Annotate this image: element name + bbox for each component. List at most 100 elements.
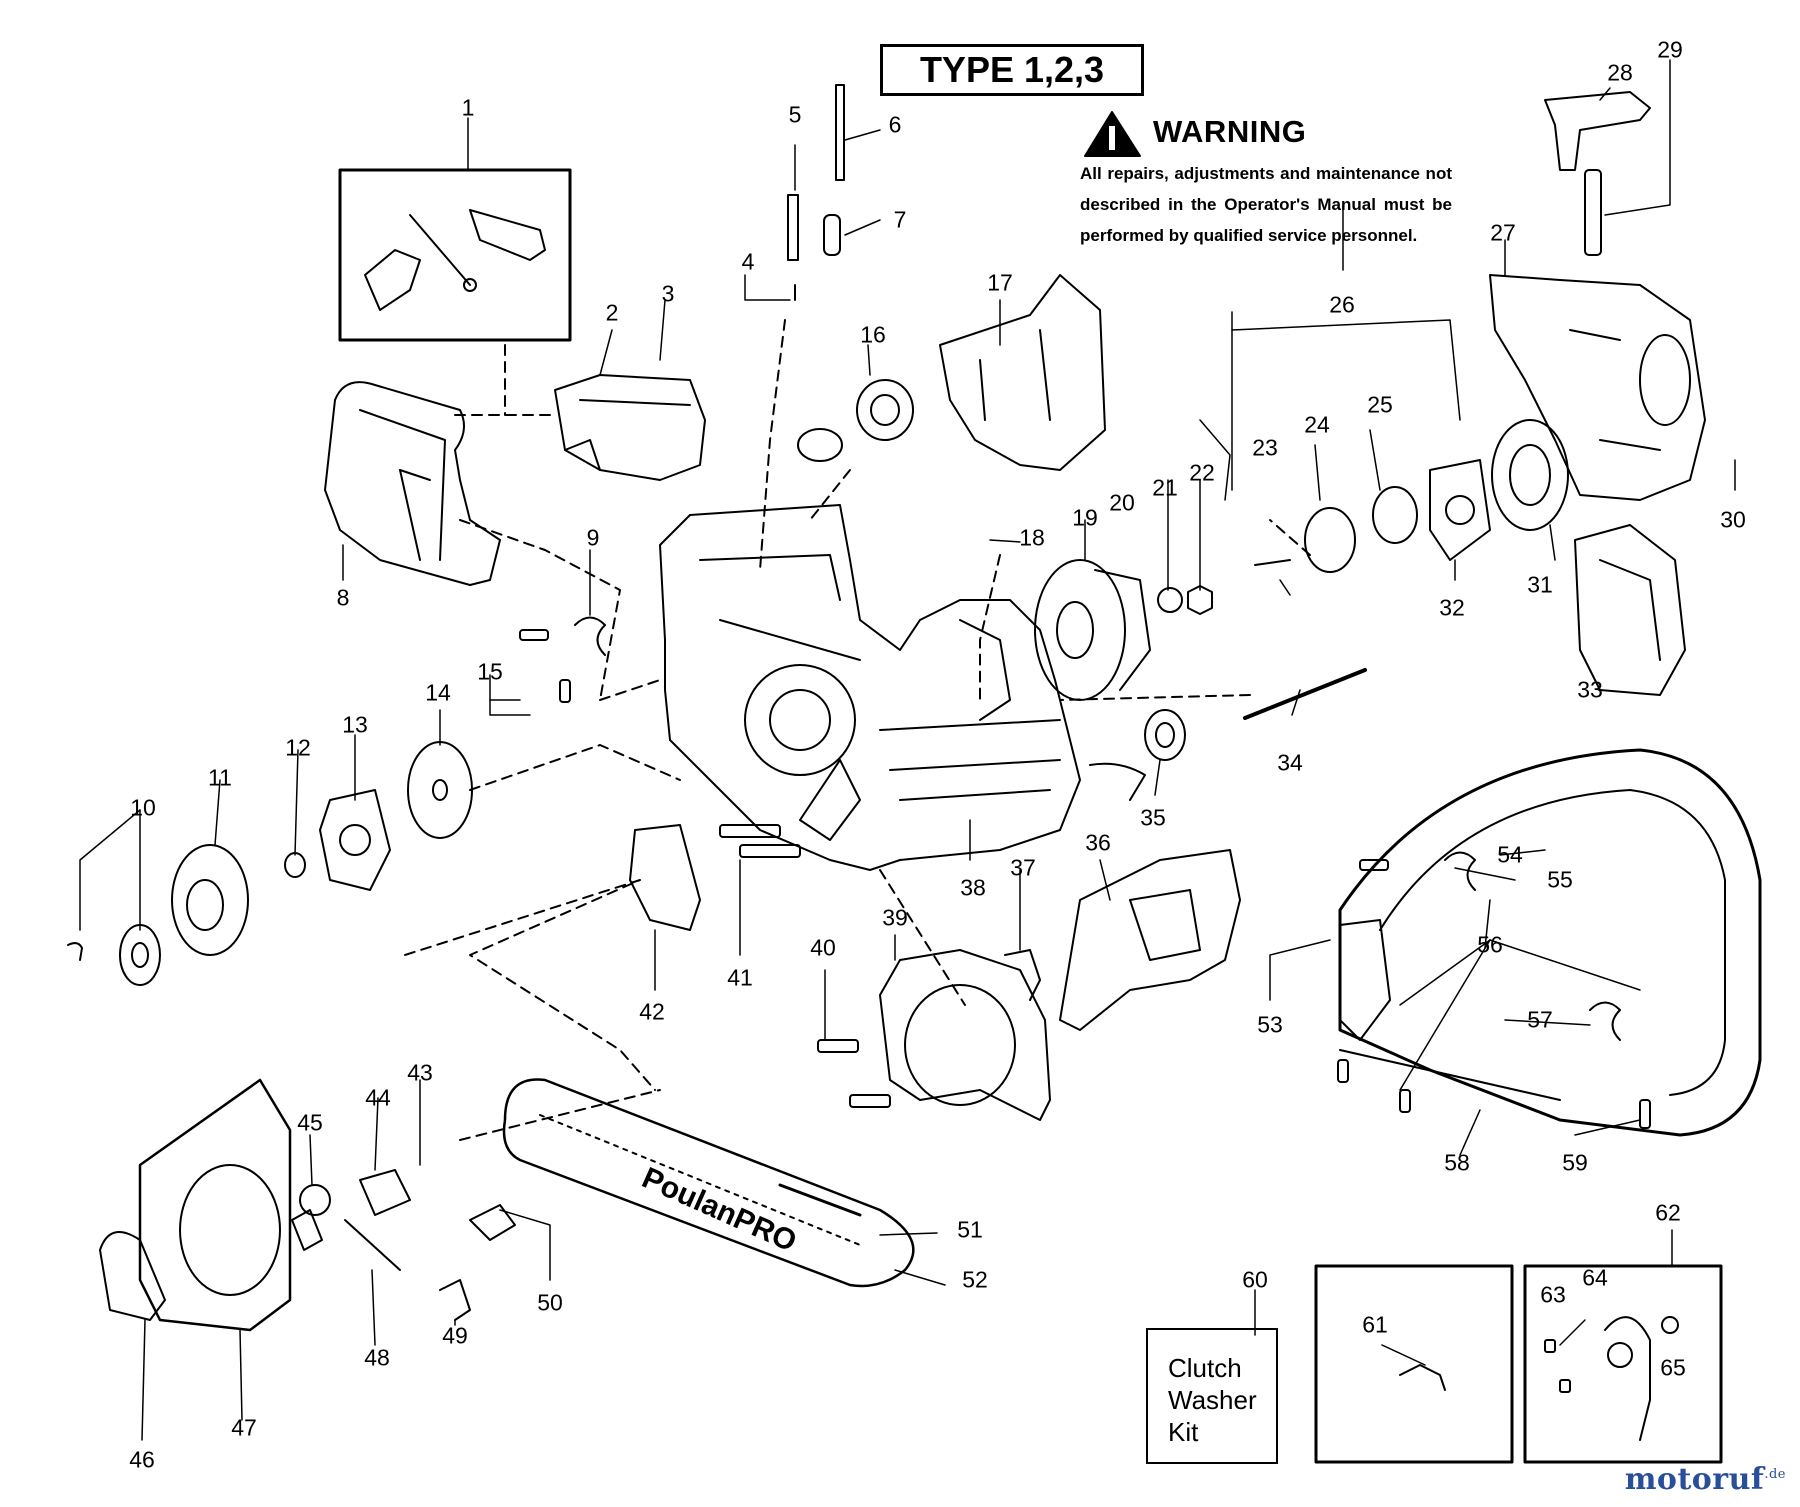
part-number-23: 23: [1252, 434, 1278, 461]
part-number-4: 4: [741, 248, 755, 275]
part-number-42: 42: [639, 998, 665, 1025]
part-28-starter-handle: [1544, 91, 1651, 256]
part-number-46: 46: [129, 1446, 155, 1473]
part-number-3: 3: [661, 280, 675, 307]
assembly-lines: [404, 319, 1311, 1141]
clutch-parts-10-14: [67, 741, 473, 986]
part-number-56: 56: [1477, 931, 1503, 958]
bar-brand-label: PoulanPRO: [637, 1161, 801, 1258]
parts-61-65-kits: [1314, 1264, 1723, 1464]
part-36-chain-brake: [1059, 849, 1241, 1031]
part-number-62: 62: [1655, 1199, 1681, 1226]
part-number-65: 65: [1660, 1354, 1686, 1381]
part-number-21: 21: [1152, 474, 1178, 501]
part-number-16: 16: [860, 321, 886, 348]
part-19-flywheel: [1034, 559, 1151, 701]
part-number-43: 43: [407, 1059, 433, 1086]
part-number-6: 6: [888, 111, 902, 138]
part-number-33: 33: [1577, 676, 1603, 703]
clutch-washer-kit-box: Clutch Washer Kit: [1146, 1328, 1278, 1464]
part-number-2: 2: [605, 299, 619, 326]
parts-39-40: [817, 949, 1051, 1121]
part-number-37: 37: [1010, 854, 1036, 881]
part-number-63: 63: [1540, 1281, 1566, 1308]
parts-41-42: [629, 824, 801, 931]
part-20-shield: [939, 274, 1106, 471]
part-number-17: 17: [987, 269, 1013, 296]
part-number-30: 30: [1720, 506, 1746, 533]
part-16: [797, 379, 914, 462]
watermark-suffix: .de: [1764, 1467, 1786, 1482]
part-number-60: 60: [1242, 1266, 1268, 1293]
part-number-18: 18: [1019, 524, 1045, 551]
part-number-35: 35: [1140, 804, 1166, 831]
part-number-12: 12: [285, 734, 311, 761]
parts-53-58-front-handle: [1337, 748, 1762, 1137]
part-number-59: 59: [1562, 1149, 1588, 1176]
part-number-11: 11: [208, 764, 232, 791]
warning-text: All repairs, adjustments and maintenance…: [1080, 164, 1452, 245]
pins-4-7: [787, 84, 845, 301]
part-number-14: 14: [425, 679, 451, 706]
clutch-kit-line-2: Washer: [1168, 1385, 1257, 1415]
part-number-9: 9: [586, 524, 600, 551]
part-number-26: 26: [1329, 291, 1355, 318]
part-number-39: 39: [882, 904, 908, 931]
part-number-53: 53: [1257, 1011, 1283, 1038]
part-number-58: 58: [1444, 1149, 1470, 1176]
type-label: TYPE 1,2,3: [880, 44, 1144, 96]
parts-23-25: [1254, 419, 1569, 573]
part-number-10: 10: [130, 794, 156, 821]
part-2-filter-cover: [554, 374, 706, 481]
part-number-15: 15: [477, 658, 503, 685]
parts-21-22: [1157, 585, 1213, 615]
part-1-kit: [338, 168, 572, 342]
part-number-8: 8: [336, 584, 350, 611]
part-number-45: 45: [297, 1109, 323, 1136]
part-number-52: 52: [962, 1266, 988, 1293]
part-number-7: 7: [893, 206, 907, 233]
part-number-54: 54: [1497, 841, 1523, 868]
part-number-1: 1: [461, 94, 475, 121]
part-number-36: 36: [1085, 829, 1111, 856]
part-number-44: 44: [365, 1084, 391, 1111]
part-number-57: 57: [1527, 1006, 1553, 1033]
warning-icon-space: [1083, 108, 1143, 156]
part-number-40: 40: [810, 934, 836, 961]
leader-lines: [79, 59, 1736, 1441]
part-number-61: 61: [1362, 1311, 1388, 1338]
parts-51-52-bar-chain: [502, 1078, 915, 1288]
part-number-24: 24: [1304, 411, 1330, 438]
part-number-49: 49: [442, 1322, 468, 1349]
part-number-47: 47: [231, 1414, 257, 1441]
watermark-name: motoruf: [1624, 1462, 1765, 1497]
warning-triangle-icon: [1084, 111, 1141, 157]
part-number-34: 34: [1277, 749, 1303, 776]
part-number-51: 51: [957, 1216, 983, 1243]
part-35: [1089, 709, 1186, 801]
part-33-cover: [1574, 524, 1686, 696]
part-number-48: 48: [364, 1344, 390, 1371]
part-27-starter-housing: [1489, 274, 1706, 501]
parts-43-50-sprocket-side: [99, 1078, 516, 1332]
warning-header: WARNING: [1083, 108, 1306, 156]
part-number-50: 50: [537, 1289, 563, 1316]
part-8-rear-handle: [324, 381, 501, 586]
part-number-22: 22: [1189, 459, 1215, 486]
part-number-27: 27: [1490, 219, 1516, 246]
part-number-55: 55: [1547, 866, 1573, 893]
part-number-13: 13: [342, 711, 368, 738]
engine-housing: [659, 504, 1081, 871]
part-number-28: 28: [1607, 59, 1633, 86]
part-number-41: 41: [727, 964, 753, 991]
part-number-64: 64: [1582, 1264, 1608, 1291]
warning-title: WARNING: [1153, 114, 1307, 149]
part-37: [1004, 949, 1041, 1001]
watermark: motoruf.de: [1625, 1462, 1786, 1497]
part-number-25: 25: [1367, 391, 1393, 418]
part-number-5: 5: [788, 101, 802, 128]
part-number-19: 19: [1072, 504, 1098, 531]
clutch-kit-line-1: Clutch: [1168, 1353, 1242, 1383]
part-number-31: 31: [1527, 571, 1553, 598]
